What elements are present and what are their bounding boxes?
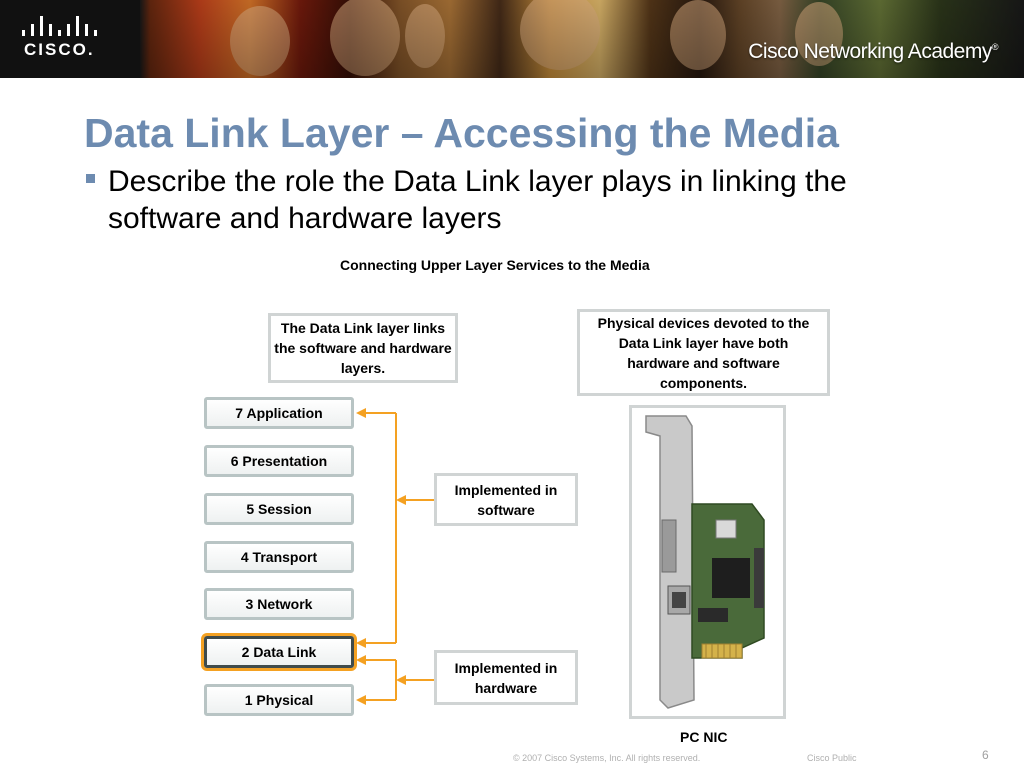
bullet-square-icon bbox=[86, 174, 95, 183]
slide-title: Data Link Layer – Accessing the Media bbox=[84, 110, 839, 156]
arrowhead-icon bbox=[396, 495, 406, 505]
layer-3-network[interactable]: 3 Network bbox=[204, 588, 354, 620]
arrowhead-icon bbox=[356, 695, 366, 705]
banner-photo-strip bbox=[140, 0, 1024, 78]
layer-5-session[interactable]: 5 Session bbox=[204, 493, 354, 525]
callout-physical-text: Physical devices devoted to the Data Lin… bbox=[597, 314, 810, 391]
footer-copyright: © 2007 Cisco Systems, Inc. All rights re… bbox=[513, 753, 701, 763]
banner-photo-face bbox=[670, 0, 726, 70]
banner-photo-face bbox=[520, 0, 600, 70]
cisco-logo[interactable]: CISCO. bbox=[22, 14, 102, 64]
diagram-title: Connecting Upper Layer Services to the M… bbox=[340, 257, 650, 273]
banner-logo-area bbox=[0, 0, 140, 78]
layer-2-data-link[interactable]: 2 Data Link bbox=[204, 636, 354, 668]
callout-implemented-hardware: Implemented in hardware bbox=[434, 650, 578, 705]
banner-photo-face bbox=[330, 0, 400, 76]
header-banner: CISCO. Cisco Networking Academy® bbox=[0, 0, 1024, 78]
banner-photo-face bbox=[405, 4, 445, 68]
callout-implemented-software: Implemented in software bbox=[434, 473, 578, 526]
arrowhead-icon bbox=[356, 638, 366, 648]
bullet-item: Describe the role the Data Link layer pl… bbox=[86, 163, 966, 237]
callout-hardware-text: Implemented in hardware bbox=[454, 659, 558, 696]
layer-6-presentation[interactable]: 6 Presentation bbox=[204, 445, 354, 477]
nic-image-frame bbox=[629, 405, 786, 719]
cisco-bridge-icon bbox=[22, 14, 97, 36]
bullet-text: Describe the role the Data Link layer pl… bbox=[108, 165, 847, 235]
registered-mark: ® bbox=[991, 42, 999, 52]
banner-photo-face bbox=[795, 2, 843, 66]
arrowhead-icon bbox=[356, 655, 366, 665]
layer-7-application[interactable]: 7 Application bbox=[204, 397, 354, 429]
network-card-icon bbox=[645, 415, 765, 709]
callout-datalink-links: The Data Link layer links the software a… bbox=[268, 313, 458, 383]
nic-caption: PC NIC bbox=[680, 729, 728, 745]
callout-software-text: Implemented in software bbox=[454, 481, 558, 518]
academy-title: Cisco Networking Academy® bbox=[748, 40, 998, 64]
page-number: 6 bbox=[982, 748, 989, 762]
callout-physical-devices: Physical devices devoted to the Data Lin… bbox=[577, 309, 830, 396]
layer-1-physical[interactable]: 1 Physical bbox=[204, 684, 354, 716]
layer-4-transport[interactable]: 4 Transport bbox=[204, 541, 354, 573]
banner-photo-face bbox=[230, 6, 290, 76]
arrowhead-icon bbox=[396, 675, 406, 685]
academy-name: Cisco Networking Academy bbox=[748, 40, 992, 63]
arrowhead-icon bbox=[356, 408, 366, 418]
cisco-wordmark: CISCO. bbox=[24, 40, 95, 59]
footer-classification: Cisco Public bbox=[807, 753, 857, 763]
callout-datalink-text: The Data Link layer links the software a… bbox=[274, 320, 452, 376]
